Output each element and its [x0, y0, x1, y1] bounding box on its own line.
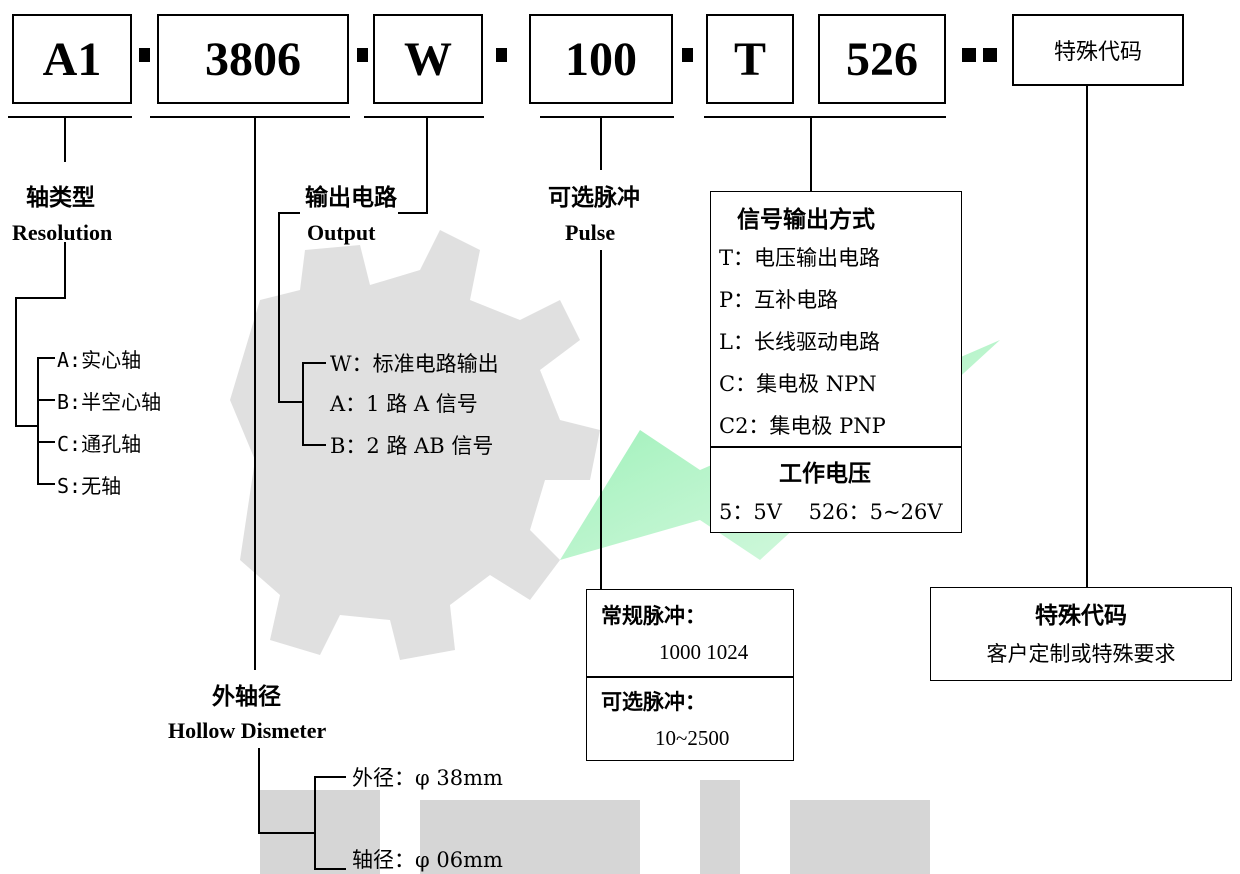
shaft-option: B:半空心轴 — [57, 390, 162, 414]
pulse-panel: 常规脉冲： 1000 1024 可选脉冲： 10~2500 — [586, 589, 794, 761]
dash-separator — [983, 48, 997, 62]
connector — [278, 401, 302, 403]
underline-output — [364, 116, 484, 118]
connector — [600, 250, 602, 590]
connector — [37, 357, 39, 485]
special-title: 特殊代码 — [1035, 602, 1127, 629]
connector — [37, 441, 55, 443]
connector — [302, 444, 326, 446]
connector — [314, 868, 346, 870]
code-box-output: W — [373, 14, 483, 104]
signal-option: C2：集电极 PNP — [719, 414, 886, 438]
outer-shaft-option: 轴径：φ 06mm — [352, 848, 503, 872]
pulse-title: 可选脉冲 — [548, 184, 640, 211]
code-diameter: 3806 — [205, 32, 301, 86]
code-signal: T — [733, 32, 766, 86]
dash-separator — [357, 48, 368, 62]
panel-divider — [711, 446, 961, 448]
pulse-optional-values: 10~2500 — [655, 726, 730, 750]
dash-separator — [496, 48, 507, 62]
connector — [1086, 86, 1088, 588]
dash-separator — [139, 48, 150, 62]
connector — [37, 483, 55, 485]
code-output: W — [404, 32, 452, 86]
code-box-special: 特殊代码 — [1012, 14, 1184, 86]
special-panel: 特殊代码 客户定制或特殊要求 — [930, 587, 1232, 681]
voltage-title: 工作电压 — [779, 460, 871, 487]
shaft-option: A:实心轴 — [57, 348, 142, 372]
connector — [278, 212, 300, 214]
underline-pulse — [540, 116, 674, 118]
signal-option: T：电压输出电路 — [719, 246, 881, 270]
code-shaft: A1 — [42, 32, 102, 86]
code-box-voltage: 526 — [818, 14, 946, 104]
shaft-option: S:无轴 — [57, 474, 122, 498]
connector — [37, 357, 55, 359]
underline-signal — [704, 116, 946, 118]
connector — [64, 242, 66, 297]
connector — [314, 776, 346, 778]
special-desc: 客户定制或特殊要求 — [986, 642, 1176, 666]
signal-title: 信号输出方式 — [737, 206, 875, 233]
signal-option: L：长线驱动电路 — [719, 330, 880, 354]
pulse-optional-label: 可选脉冲： — [601, 689, 706, 714]
pulse-regular-label: 常规脉冲： — [601, 603, 706, 628]
connector — [810, 118, 812, 192]
code-pulse: 100 — [565, 32, 637, 86]
connector — [302, 362, 326, 364]
dash-separator — [962, 48, 976, 62]
outer-shaft-option: 外径：φ 38mm — [352, 766, 503, 790]
connector — [254, 118, 256, 670]
voltage-values: 5：5V 526：5~26V — [719, 500, 943, 524]
connector — [398, 212, 428, 214]
connector — [37, 399, 55, 401]
connector — [258, 832, 314, 834]
connector — [278, 212, 280, 402]
output-option: W：标准电路输出 — [330, 352, 499, 376]
underline-shaft — [8, 116, 132, 118]
connector — [15, 297, 66, 299]
shaft-type-title-en: Resolution — [12, 220, 113, 245]
output-title-en: Output — [307, 220, 376, 245]
connector — [600, 118, 602, 170]
connector — [15, 297, 17, 427]
signal-panel: 信号输出方式 T：电压输出电路 P：互补电路 L：长线驱动电路 C：集电极 NP… — [710, 191, 962, 533]
code-box-pulse: 100 — [529, 14, 673, 104]
panel-divider — [587, 676, 793, 678]
pulse-regular-values: 1000 1024 — [659, 640, 749, 664]
outer-shaft-title: 外轴径 — [212, 683, 281, 710]
connector — [15, 425, 37, 427]
code-box-diameter: 3806 — [157, 14, 349, 104]
code-box-shaft: A1 — [12, 14, 132, 104]
dash-separator — [682, 48, 693, 62]
underline-diameter — [150, 116, 350, 118]
code-voltage: 526 — [846, 32, 918, 86]
signal-option: P：互补电路 — [719, 288, 839, 312]
outer-shaft-title-en: Hollow Dismeter — [168, 718, 327, 743]
output-title: 输出电路 — [305, 184, 397, 211]
shaft-type-title: 轴类型 — [26, 184, 95, 211]
shaft-option: C:通孔轴 — [57, 432, 142, 456]
code-special: 特殊代码 — [1053, 40, 1142, 65]
connector — [314, 776, 316, 870]
output-option: A：1 路 A 信号 — [330, 392, 478, 416]
code-box-signal: T — [706, 14, 794, 104]
signal-option: C：集电极 NPN — [719, 372, 877, 396]
pulse-title-en: Pulse — [565, 220, 616, 245]
output-option: B：2 路 AB 信号 — [330, 434, 494, 458]
connector — [258, 748, 260, 834]
connector — [426, 118, 428, 214]
connector — [302, 362, 304, 446]
connector — [64, 118, 66, 162]
